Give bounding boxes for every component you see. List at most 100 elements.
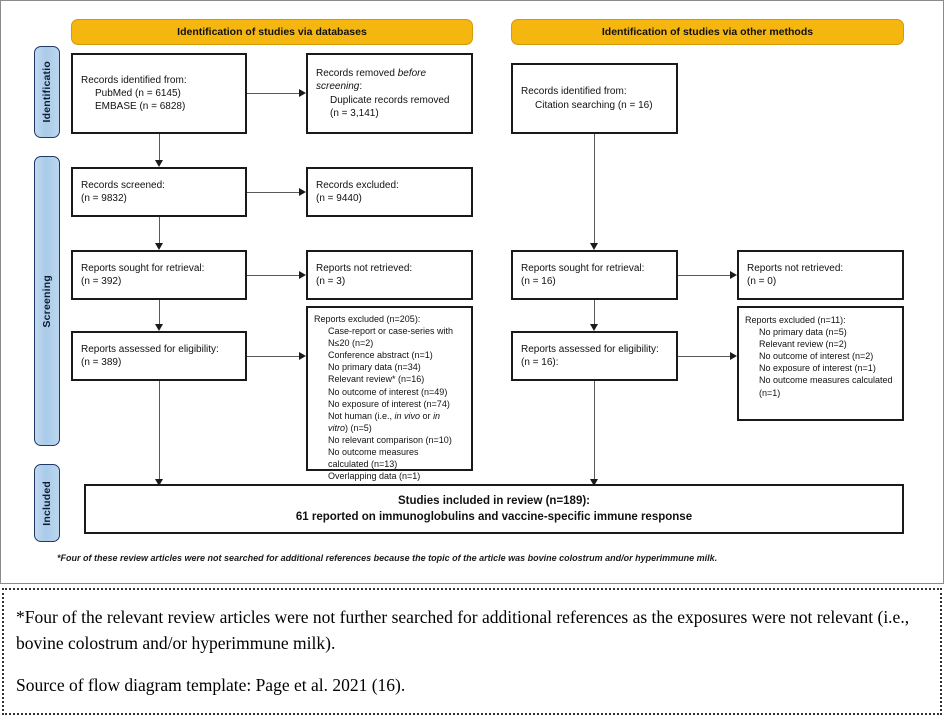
box-reports-not-retrieved-left: Reports not retrieved: (n = 3) <box>306 250 473 300</box>
records-screened-title: Records screened: <box>81 179 165 191</box>
reports-excluded-left-title: Reports excluded (n=205): <box>314 314 421 324</box>
box-records-identified: Records identified from: PubMed (n = 614… <box>71 53 247 134</box>
records-identified-item-0: PubMed (n = 6145) <box>95 87 181 99</box>
records-identified-other-title: Records identified from: <box>521 86 627 98</box>
connector-sought-to-assessed-left <box>159 300 160 324</box>
studies-included-line-1: Studies included in review (n=189): <box>397 495 591 507</box>
records-removed-title: Records removed before screening: <box>316 67 463 93</box>
reports-sought-left-count: (n = 392) <box>81 276 122 287</box>
connector-sought-to-notretrieved-left <box>247 275 299 276</box>
arrowhead-assessed-to-excluded-right <box>730 352 737 360</box>
box-reports-assessed-left: Reports assessed for eligibility: (n = 3… <box>71 331 247 381</box>
connector-assessed-to-excluded-left <box>247 356 299 357</box>
arrowhead-screened-to-excluded <box>299 188 306 196</box>
caption-paragraph-1: *Four of the relevant review articles we… <box>16 607 910 653</box>
records-identified-other-item-0: Citation searching (n = 16) <box>535 99 653 111</box>
phase-label-identification: Identificatio <box>41 61 53 123</box>
connector-assessed-right-to-included <box>594 381 595 479</box>
connector-other-to-sought-right <box>594 134 595 243</box>
reports-excluded-left-item-not-human-cont: vitro) (n=5) <box>314 422 465 434</box>
caption-paragraph-2: Source of flow diagram template: Page et… <box>16 675 406 695</box>
banner-databases: Identification of studies via databases <box>71 19 473 45</box>
reports-excluded-right-title: Reports excluded (n=11): <box>745 315 846 325</box>
connector-identified-to-screened <box>159 134 160 160</box>
reports-excluded-right-item-5: (n=1) <box>759 387 781 398</box>
reports-excluded-right-item-2: No outcome of interest (n=2) <box>759 351 874 362</box>
not-human-prefix: Not human (i.e., <box>328 410 395 421</box>
reports-excluded-left-item-0: Case-report or case-series with <box>328 326 454 337</box>
reports-excluded-right-item-3: No exposure of interest (n=1) <box>759 363 876 374</box>
box-reports-assessed-right: Reports assessed for eligibility: (n = 1… <box>511 331 678 381</box>
reports-assessed-right-count: (n = 16): <box>521 357 559 368</box>
reports-excluded-right-item-0: No primary data (n=5) <box>759 327 847 338</box>
records-excluded-count: (n = 9440) <box>316 193 362 204</box>
studies-included-line-2: 61 reported on immunoglobulins and vacci… <box>295 511 693 523</box>
arrowhead-identified-to-removed <box>299 89 306 97</box>
records-excluded-title: Records excluded: <box>316 179 399 191</box>
box-reports-not-retrieved-right: Reports not retrieved: (n = 0) <box>737 250 904 300</box>
reports-not-retrieved-left-title: Reports not retrieved: <box>316 262 413 274</box>
reports-excluded-left-item-3: No primary data (n=34) <box>328 362 421 373</box>
reports-excluded-right-item-4: No outcome measures calculated <box>759 375 893 386</box>
connector-sought-to-notretrieved-right <box>678 275 730 276</box>
box-reports-sought-right: Reports sought for retrieval: (n = 16) <box>511 250 678 300</box>
box-records-excluded: Records excluded: (n = 9440) <box>306 167 473 217</box>
box-records-removed: Records removed before screening: Duplic… <box>306 53 473 134</box>
connector-assessed-left-to-included <box>159 381 160 479</box>
reports-not-retrieved-right-title: Reports not retrieved: <box>747 262 844 274</box>
arrowhead-sought-to-notretrieved-left <box>299 271 306 279</box>
arrowhead-assessed-left-to-included <box>154 479 163 486</box>
box-records-screened: Records screened: (n = 9832) <box>71 167 247 217</box>
reports-assessed-left-title: Reports assessed for eligibility: <box>81 343 219 355</box>
banner-other-methods-label: Identification of studies via other meth… <box>601 26 814 38</box>
connector-screened-to-sought <box>159 217 160 243</box>
reports-excluded-left-item-8: No outcome measures <box>328 447 419 458</box>
connector-sought-to-assessed-right <box>594 300 595 324</box>
reports-excluded-right-item-1: Relevant review (n=2) <box>759 339 847 350</box>
connector-assessed-to-excluded-right <box>678 356 730 357</box>
caption-block: *Four of the relevant review articles we… <box>2 588 942 715</box>
prisma-figure: Identificatio Screening Included Identif… <box>0 0 944 584</box>
records-removed-item-0: Duplicate records removed <box>330 94 450 106</box>
phase-badge-included: Included <box>34 464 60 542</box>
arrowhead-assessed-to-excluded-left <box>299 352 306 360</box>
reports-excluded-left-item-1: N≤20 (n=2) <box>328 338 374 349</box>
box-reports-sought-left: Reports sought for retrieval: (n = 392) <box>71 250 247 300</box>
not-human-suffix: ) (n=5) <box>345 422 372 433</box>
records-screened-count: (n = 9832) <box>81 193 127 204</box>
reports-excluded-left-item-7: No relevant comparison (n=10) <box>328 434 452 445</box>
reports-sought-right-count: (n = 16) <box>521 276 556 287</box>
reports-sought-right-title: Reports sought for retrieval: <box>521 262 645 274</box>
connector-identified-to-removed <box>247 93 299 94</box>
banner-other-methods: Identification of studies via other meth… <box>511 19 904 45</box>
reports-excluded-left-item-2: Conference abstract (n=1) <box>328 350 433 361</box>
reports-excluded-left-item-10: Overlapping data (n=1) <box>328 471 421 482</box>
figure-footnote: *Four of these review articles were not … <box>57 553 718 563</box>
reports-not-retrieved-left-count: (n = 3) <box>316 276 346 287</box>
in-vivo-italic: in vivo <box>394 410 421 421</box>
phase-badge-screening: Screening <box>34 156 60 446</box>
phase-label-included: Included <box>41 480 53 526</box>
records-identified-title: Records identified from: <box>81 74 187 86</box>
records-identified-item-1: EMBASE (n = 6828) <box>95 101 186 113</box>
records-removed-title-plain: Records removed <box>316 68 398 80</box>
reports-assessed-left-count: (n = 389) <box>81 357 122 368</box>
banner-databases-label: Identification of studies via databases <box>177 26 367 38</box>
reports-assessed-right-title: Reports assessed for eligibility: <box>521 343 659 355</box>
reports-excluded-left-item-9: calculated (n=13) <box>328 459 398 470</box>
reports-excluded-left-item-4: Relevant review* (n=16) <box>328 374 425 385</box>
in-italic: in <box>433 410 441 421</box>
connector-screened-to-excluded <box>247 192 299 193</box>
box-records-identified-other: Records identified from: Citation search… <box>511 63 678 134</box>
arrowhead-assessed-right-to-included <box>589 479 598 486</box>
records-removed-title-end: : <box>359 81 363 93</box>
reports-excluded-left-item-5: No outcome of interest (n=49) <box>328 386 448 397</box>
arrowhead-sought-to-assessed-left <box>154 324 163 331</box>
reports-excluded-left-item-6: No exposure of interest (n=74) <box>328 398 450 409</box>
records-removed-title-italic: before screening <box>316 68 427 93</box>
arrowhead-sought-to-notretrieved-right <box>730 271 737 279</box>
box-reports-excluded-left: Reports excluded (n=205): Case-report or… <box>306 306 473 481</box>
arrowhead-identified-to-screened <box>154 160 163 167</box>
phase-badge-identification: Identificatio <box>34 46 60 138</box>
arrowhead-sought-to-assessed-right <box>589 324 598 331</box>
